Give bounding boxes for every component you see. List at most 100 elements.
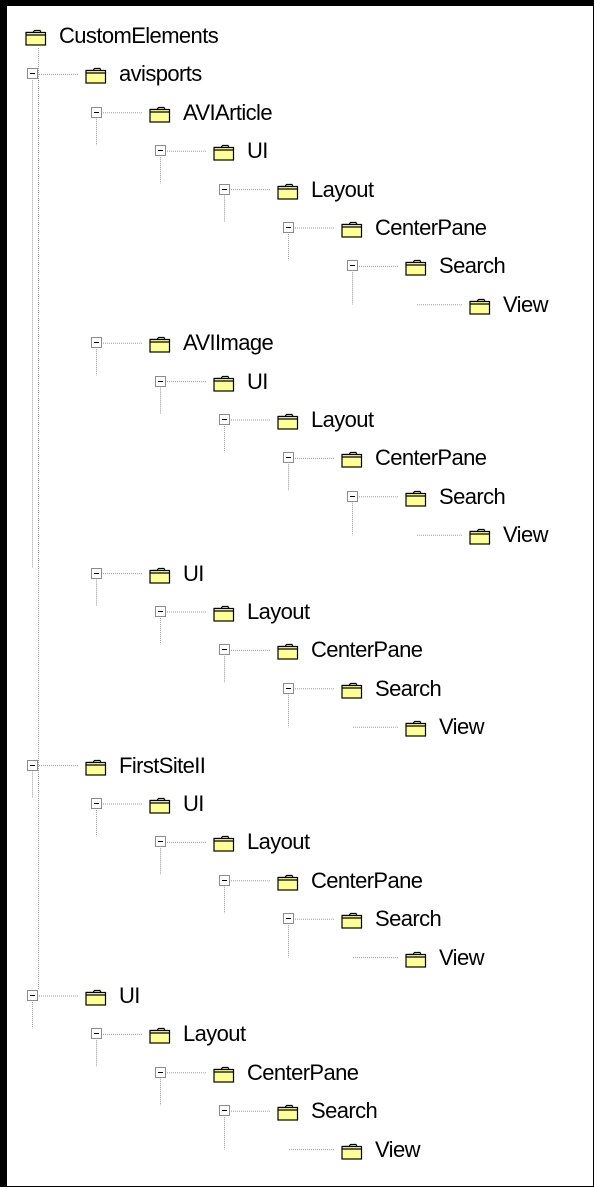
tree-node-label[interactable]: Layout (311, 407, 374, 432)
tree-node-label[interactable]: UI (183, 791, 204, 816)
collapse-toggle-icon[interactable] (155, 1066, 166, 1078)
tree-node-label[interactable]: View (503, 291, 548, 317)
tree-node-label[interactable]: Search (375, 906, 442, 932)
tree-node-avisports-aviarticle-ui-layout-centerpane-search[interactable]: Search (7, 248, 593, 286)
tree-node-firstsiteii-ui-layout-centerpane-search[interactable]: Search (7, 901, 593, 939)
collapse-toggle-icon[interactable] (219, 414, 230, 425)
collapse-toggle-icon[interactable] (219, 874, 230, 886)
tree-node-firstsiteii-ui-layout-centerpane[interactable]: CenterPane (7, 863, 593, 901)
collapse-toggle-icon[interactable] (155, 375, 166, 387)
collapse-toggle-icon[interactable] (347, 490, 358, 502)
collapse-toggle-icon[interactable] (283, 452, 294, 464)
folder-icon (149, 106, 171, 123)
collapse-toggle-icon[interactable] (219, 183, 230, 195)
tree-node-firstsiteii-ui[interactable]: UI (7, 786, 593, 824)
folder-icon (149, 797, 171, 814)
tree-node-avisports-aviarticle[interactable]: AVIArticle (7, 95, 593, 133)
folder-icon (341, 912, 363, 929)
tree-node-label[interactable]: avisports (119, 61, 202, 87)
tree-node-ui-layout-centerpane[interactable]: CenterPane (7, 1055, 593, 1093)
tree-node-custom-elements[interactable]: CustomElements (7, 18, 593, 56)
collapse-toggle-icon[interactable] (27, 990, 38, 1001)
folder-icon (277, 183, 299, 200)
collapse-toggle-icon[interactable] (283, 222, 294, 233)
tree-node-ui[interactable]: UI (7, 978, 593, 1016)
collapse-toggle-icon[interactable] (219, 644, 230, 656)
tree-node-label[interactable]: Layout (247, 829, 310, 855)
collapse-toggle-icon[interactable] (283, 682, 294, 694)
collapse-toggle-icon[interactable] (91, 337, 102, 349)
tree-node-label[interactable]: UI (247, 138, 268, 164)
tree-node-avisports-ui[interactable]: UI (7, 556, 593, 594)
collapse-toggle-icon[interactable] (283, 913, 294, 925)
folder-icon (469, 298, 491, 315)
collapse-toggle-icon[interactable] (27, 759, 38, 771)
tree-node-avisports-ui-layout[interactable]: Layout (7, 594, 593, 632)
tree-node-avisports-aviimage-ui-layout-centerpane-search[interactable]: Search (7, 479, 593, 517)
tree-node-label[interactable]: Search (375, 675, 442, 701)
tree-node-ui-layout[interactable]: Layout (7, 1016, 593, 1054)
tree-node-ui-layout-centerpane-search-view[interactable]: View (7, 1132, 593, 1170)
tree-node-label[interactable]: UI (119, 983, 140, 1008)
folder-icon (341, 682, 363, 699)
tree-node-firstsiteii-ui-layout-centerpane-search-view[interactable]: View (7, 940, 593, 978)
tree-node-label[interactable]: Layout (311, 176, 374, 202)
folder-icon (341, 221, 363, 238)
folder-icon (405, 490, 427, 507)
folder-icon (341, 451, 363, 468)
tree-node-label[interactable]: View (439, 944, 484, 970)
collapse-toggle-icon[interactable] (347, 260, 358, 272)
collapse-toggle-icon[interactable] (91, 567, 102, 579)
tree-node-label[interactable]: View (375, 1136, 420, 1162)
tree-node-label[interactable]: CenterPane (247, 1059, 359, 1085)
folder-icon (277, 643, 299, 660)
collapse-toggle-icon[interactable] (155, 606, 166, 617)
tree-node-label[interactable]: View (503, 522, 548, 548)
tree-node-label[interactable]: FirstSiteII (119, 752, 206, 778)
folder-icon (213, 375, 235, 392)
folder-icon (25, 29, 47, 46)
tree-node-firstsiteii[interactable]: FirstSiteII (7, 748, 593, 786)
tree-node-label[interactable]: UI (247, 368, 268, 394)
tree-node-label[interactable]: AVIImage (183, 330, 274, 356)
folder-icon (405, 259, 427, 276)
tree-node-label[interactable]: Layout (247, 599, 310, 624)
tree-node-firstsiteii-ui-layout[interactable]: Layout (7, 824, 593, 862)
tree-node-avisports[interactable]: avisports (7, 56, 593, 94)
tree-node-label[interactable]: CenterPane (311, 867, 423, 893)
collapse-toggle-icon[interactable] (219, 1105, 230, 1117)
tree-node-label[interactable]: AVIArticle (183, 99, 273, 125)
tree-node-label[interactable]: CenterPane (311, 637, 423, 663)
tree-node-label[interactable]: Layout (183, 1021, 246, 1047)
tree-node-label[interactable]: UI (183, 560, 204, 586)
tree-node-avisports-aviarticle-ui-layout[interactable]: Layout (7, 172, 593, 210)
tree-node-label[interactable]: CustomElements (59, 23, 219, 48)
collapse-toggle-icon[interactable] (91, 106, 102, 118)
tree-node-avisports-aviarticle-ui-layout-centerpane-search-view[interactable]: View (7, 287, 593, 325)
collapse-toggle-icon[interactable] (91, 1028, 102, 1040)
tree-node-avisports-ui-layout-centerpane-search-view[interactable]: View (7, 709, 593, 747)
tree-node-avisports-aviimage-ui-layout-centerpane[interactable]: CenterPane (7, 440, 593, 478)
tree-node-avisports-aviimage-ui-layout[interactable]: Layout (7, 402, 593, 440)
tree-node-label[interactable]: Search (439, 253, 506, 279)
collapse-toggle-icon[interactable] (91, 798, 102, 809)
tree-node-label[interactable]: View (439, 714, 484, 740)
collapse-toggle-icon[interactable] (155, 836, 166, 848)
folder-icon (149, 336, 171, 353)
tree-node-avisports-aviimage[interactable]: AVIImage (7, 325, 593, 363)
tree-node-avisports-aviarticle-ui-layout-centerpane[interactable]: CenterPane (7, 210, 593, 248)
tree-node-avisports-aviimage-ui-layout-centerpane-search-view[interactable]: View (7, 517, 593, 555)
tree-node-avisports-ui-layout-centerpane-search[interactable]: Search (7, 671, 593, 709)
tree-node-avisports-aviarticle-ui[interactable]: UI (7, 133, 593, 171)
tree-node-ui-layout-centerpane-search[interactable]: Search (7, 1093, 593, 1131)
collapse-toggle-icon[interactable] (27, 68, 38, 80)
tree-node-label[interactable]: CenterPane (375, 215, 487, 240)
collapse-toggle-icon[interactable] (155, 145, 166, 157)
tree-node-avisports-ui-layout-centerpane[interactable]: CenterPane (7, 632, 593, 670)
tree-node-avisports-aviimage-ui[interactable]: UI (7, 364, 593, 402)
folder-icon (149, 1027, 171, 1044)
tree-node-label[interactable]: Search (311, 1098, 378, 1124)
tree-node-label[interactable]: Search (439, 483, 506, 509)
tree-node-label[interactable]: CenterPane (375, 445, 487, 471)
